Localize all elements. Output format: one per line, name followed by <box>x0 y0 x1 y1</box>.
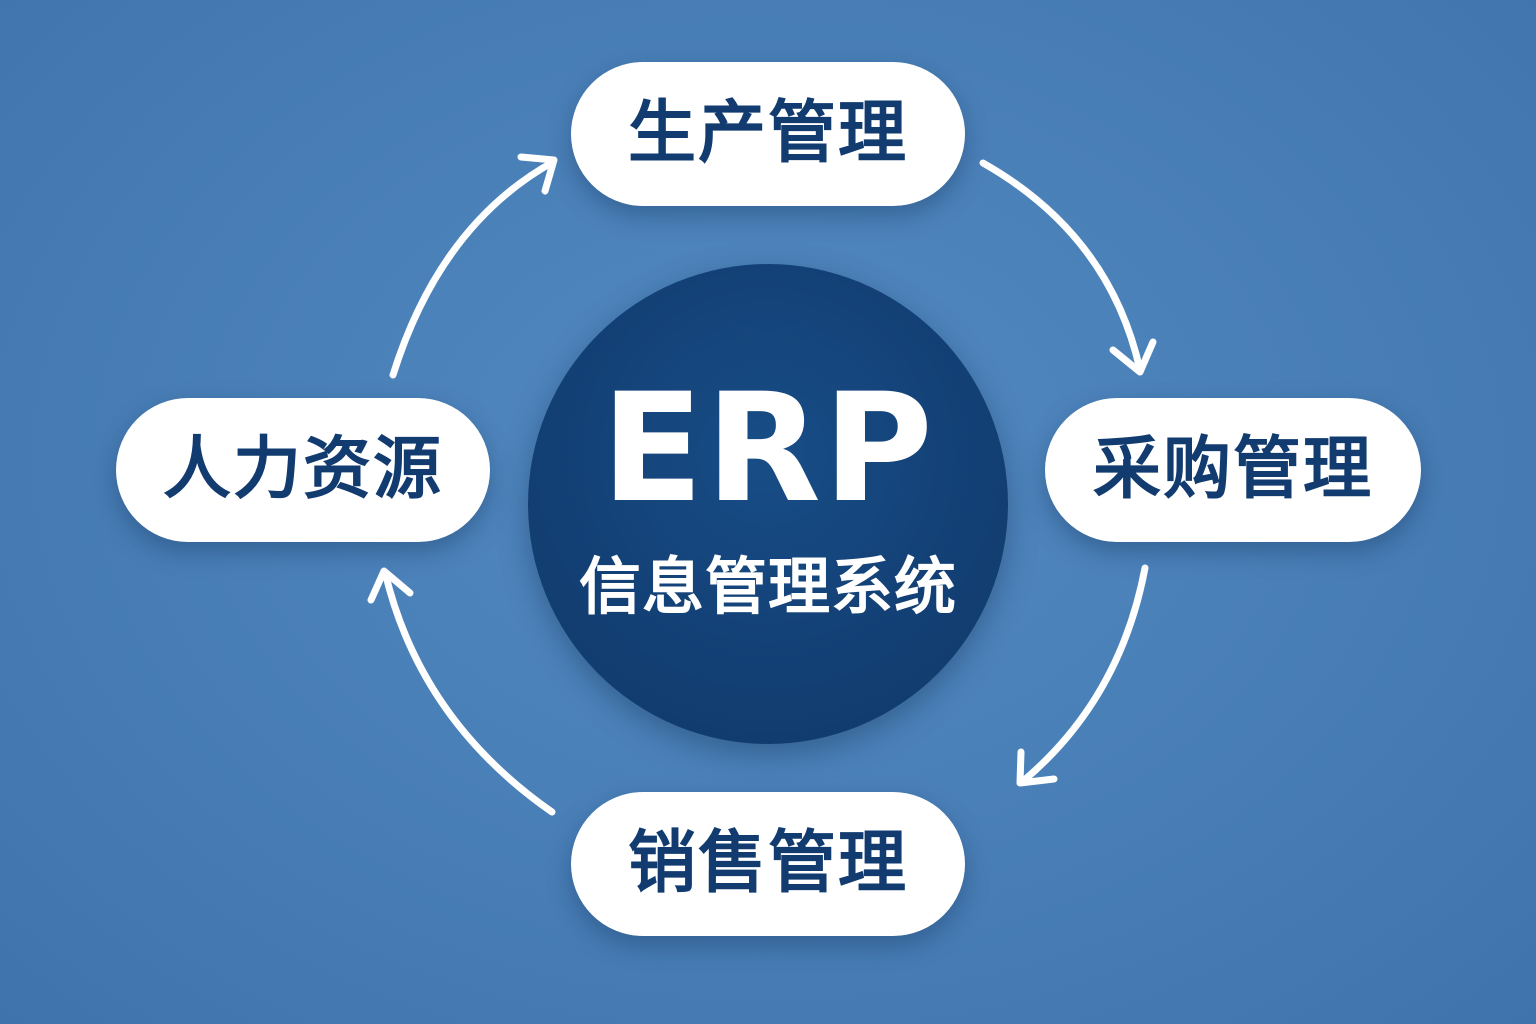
erp-title: ERP <box>601 362 935 536</box>
arrow-hr-to-production <box>389 158 557 379</box>
node-label: 人力资源 <box>162 430 443 509</box>
node-label: 采购管理 <box>1092 430 1373 509</box>
erp-subtitle: 信息管理系统 <box>578 550 957 623</box>
arrow-head-purchasing-to-sales <box>1016 748 1058 787</box>
node-production-management: 生产管理 <box>571 62 965 206</box>
node-purchasing-management: 采购管理 <box>1045 398 1421 542</box>
node-label: 生产管理 <box>627 94 908 173</box>
arrow-head-hr-to-production <box>517 153 558 195</box>
node-label: 销售管理 <box>627 824 908 903</box>
erp-center-circle: ERP 信息管理系统 <box>528 264 1008 744</box>
arrow-sales-to-hr <box>381 568 556 816</box>
arrow-head-production-to-purchasing <box>1109 338 1157 376</box>
node-sales-management: 销售管理 <box>571 792 965 936</box>
arrow-production-to-purchasing <box>979 159 1144 374</box>
arrow-purchasing-to-sales <box>1018 564 1149 786</box>
arrow-head-sales-to-hr <box>367 567 414 604</box>
node-human-resources: 人力资源 <box>116 398 490 542</box>
